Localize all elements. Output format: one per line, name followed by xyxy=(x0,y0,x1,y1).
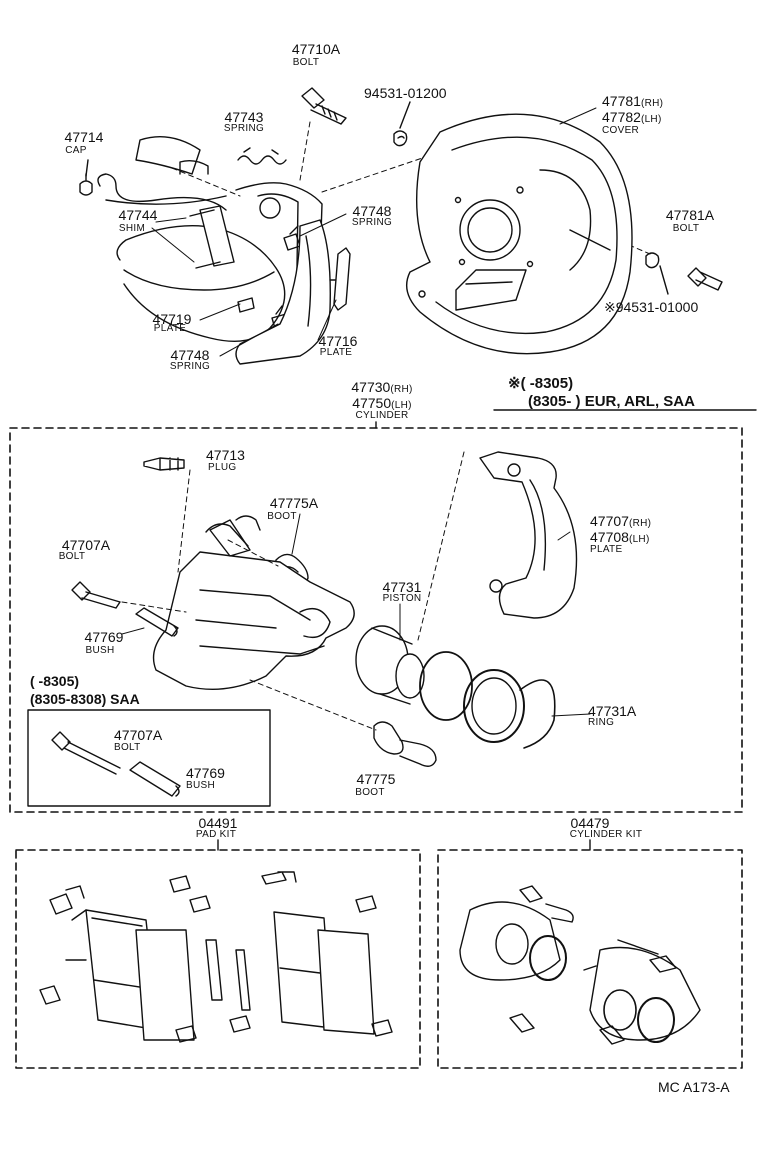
part-number-47731a: 47731A xyxy=(588,703,637,719)
caliper-body-drawing xyxy=(152,515,355,690)
nut-94531-01000-drawing xyxy=(645,252,660,269)
part-number-47748-lower: 47748 xyxy=(170,347,210,363)
part-number-47719: 47719 xyxy=(152,311,192,327)
part-number-94531-01200: 94531-01200 xyxy=(364,85,447,101)
part-47730-rh: 47730(RH) xyxy=(351,379,413,395)
part-name-bush-inset: BUSH xyxy=(186,780,215,791)
part-number-47710a: 47710A xyxy=(291,41,341,57)
boot-seal-drawing xyxy=(463,669,525,743)
part-number-04479: 04479 xyxy=(570,815,610,831)
cylinder-kit-frame xyxy=(437,849,743,1069)
part-number-47769: 47769 xyxy=(84,629,124,645)
part-47750-lh: 47750(LH) xyxy=(352,395,412,411)
bolt-47710a-drawing xyxy=(301,87,347,125)
part-name-plate-47719: PLATE xyxy=(153,323,187,334)
part-name-piston: PISTON xyxy=(382,593,422,604)
part-47707-rh: 47707(RH) xyxy=(590,513,652,529)
ring-47731a-drawing xyxy=(519,679,556,749)
spring-47743-drawing xyxy=(237,147,287,165)
piston-seal-drawing xyxy=(419,651,473,721)
piston-47731-drawing xyxy=(355,625,425,705)
dust-cover-47781-drawing xyxy=(406,113,633,355)
figure-code: MC A173-A xyxy=(658,1079,730,1095)
bolt-47707a-inset-drawing xyxy=(51,731,121,775)
nut-94531-01200-drawing xyxy=(393,130,408,147)
legend-note-line2: (8305- ) EUR, ARL, SAA xyxy=(528,393,695,410)
part-number-47713: 47713 xyxy=(206,447,245,463)
legend-note-line1: ※( -8305) xyxy=(508,375,574,392)
part-number-47744: 47744 xyxy=(118,207,158,223)
part-number-47748-upper: 47748 xyxy=(352,203,392,219)
part-47781-rh: 47781(RH) xyxy=(602,93,664,109)
pad-plate-drawing xyxy=(235,219,331,365)
part-47782-lh: 47782(LH) xyxy=(602,109,662,125)
part-number-47707a: 47707A xyxy=(61,537,111,553)
part-name-spring-lower: SPRING xyxy=(169,361,211,372)
part-number-47716: 47716 xyxy=(318,333,358,349)
pad-kit-frame xyxy=(15,849,421,1069)
part-name-bush: BUSH xyxy=(85,645,115,656)
saa-note-line2: (8305-8308) SAA xyxy=(30,691,140,707)
part-number-47775a: 47775A xyxy=(269,495,319,511)
part-name-plug: PLUG xyxy=(208,462,237,473)
part-name-pad-kit: PAD KIT xyxy=(195,829,237,840)
caliper-assembly-top-drawing xyxy=(97,135,323,353)
part-name-spring-upper: SPRING xyxy=(351,217,393,228)
part-name-boot-47775: BOOT xyxy=(355,787,385,798)
cylinder-kit-drawing xyxy=(459,885,701,1045)
bush-47769-inset-drawing xyxy=(129,761,181,797)
part-47708-lh: 47708(LH) xyxy=(590,529,650,545)
part-name-cap: CAP xyxy=(65,145,87,156)
part-name-cylinder-kit: CYLINDER KIT xyxy=(569,829,643,840)
part-number-47731: 47731 xyxy=(382,579,422,595)
part-name-spring: SPRING xyxy=(223,123,265,134)
part-number-04491: 04491 xyxy=(198,815,238,831)
part-number-47769-inset: 47769 xyxy=(186,765,225,781)
part-name-plate-47716: PLATE xyxy=(319,347,353,358)
part-number-47714: 47714 xyxy=(64,129,104,145)
part-name-bolt-inset: BOLT xyxy=(114,742,141,753)
part-name-cover: COVER xyxy=(602,125,640,136)
saa-inset-box xyxy=(27,709,271,807)
part-name-plate-47708: PLATE xyxy=(590,544,623,555)
cap-47714-drawing xyxy=(79,173,93,196)
pad-kit-drawing xyxy=(39,871,393,1043)
part-number-94531-01000: ※94531-01000 xyxy=(604,299,699,315)
saa-note-line1: ( -8305) xyxy=(30,673,80,689)
plate-47719-drawing xyxy=(237,297,255,313)
part-name-cylinder: CYLINDER xyxy=(355,410,409,421)
part-name-bolt: BOLT xyxy=(292,57,320,68)
part-number-47743: 47743 xyxy=(224,109,264,125)
boot-47775-drawing xyxy=(373,721,437,767)
bolt-47707a-drawing xyxy=(71,581,121,609)
part-number-47707a-inset: 47707A xyxy=(114,727,163,743)
plug-47713-drawing xyxy=(143,457,185,471)
part-number-47775: 47775 xyxy=(356,771,396,787)
part-name-bolt-47707a: BOLT xyxy=(58,551,86,562)
support-plate-47707-drawing xyxy=(479,451,578,619)
plate-47716-drawing xyxy=(329,247,351,311)
part-number-47781a: 47781A xyxy=(665,207,715,223)
part-name-shim: SHIM xyxy=(118,223,146,234)
part-name-bolt-47781a: BOLT xyxy=(672,223,700,234)
bolt-47781a-drawing xyxy=(687,267,723,291)
part-name-boot-47775a: BOOT xyxy=(267,511,297,522)
part-name-ring: RING xyxy=(588,717,615,728)
cylinder-assembly-frame xyxy=(9,427,743,813)
bush-47769-drawing xyxy=(135,607,179,637)
